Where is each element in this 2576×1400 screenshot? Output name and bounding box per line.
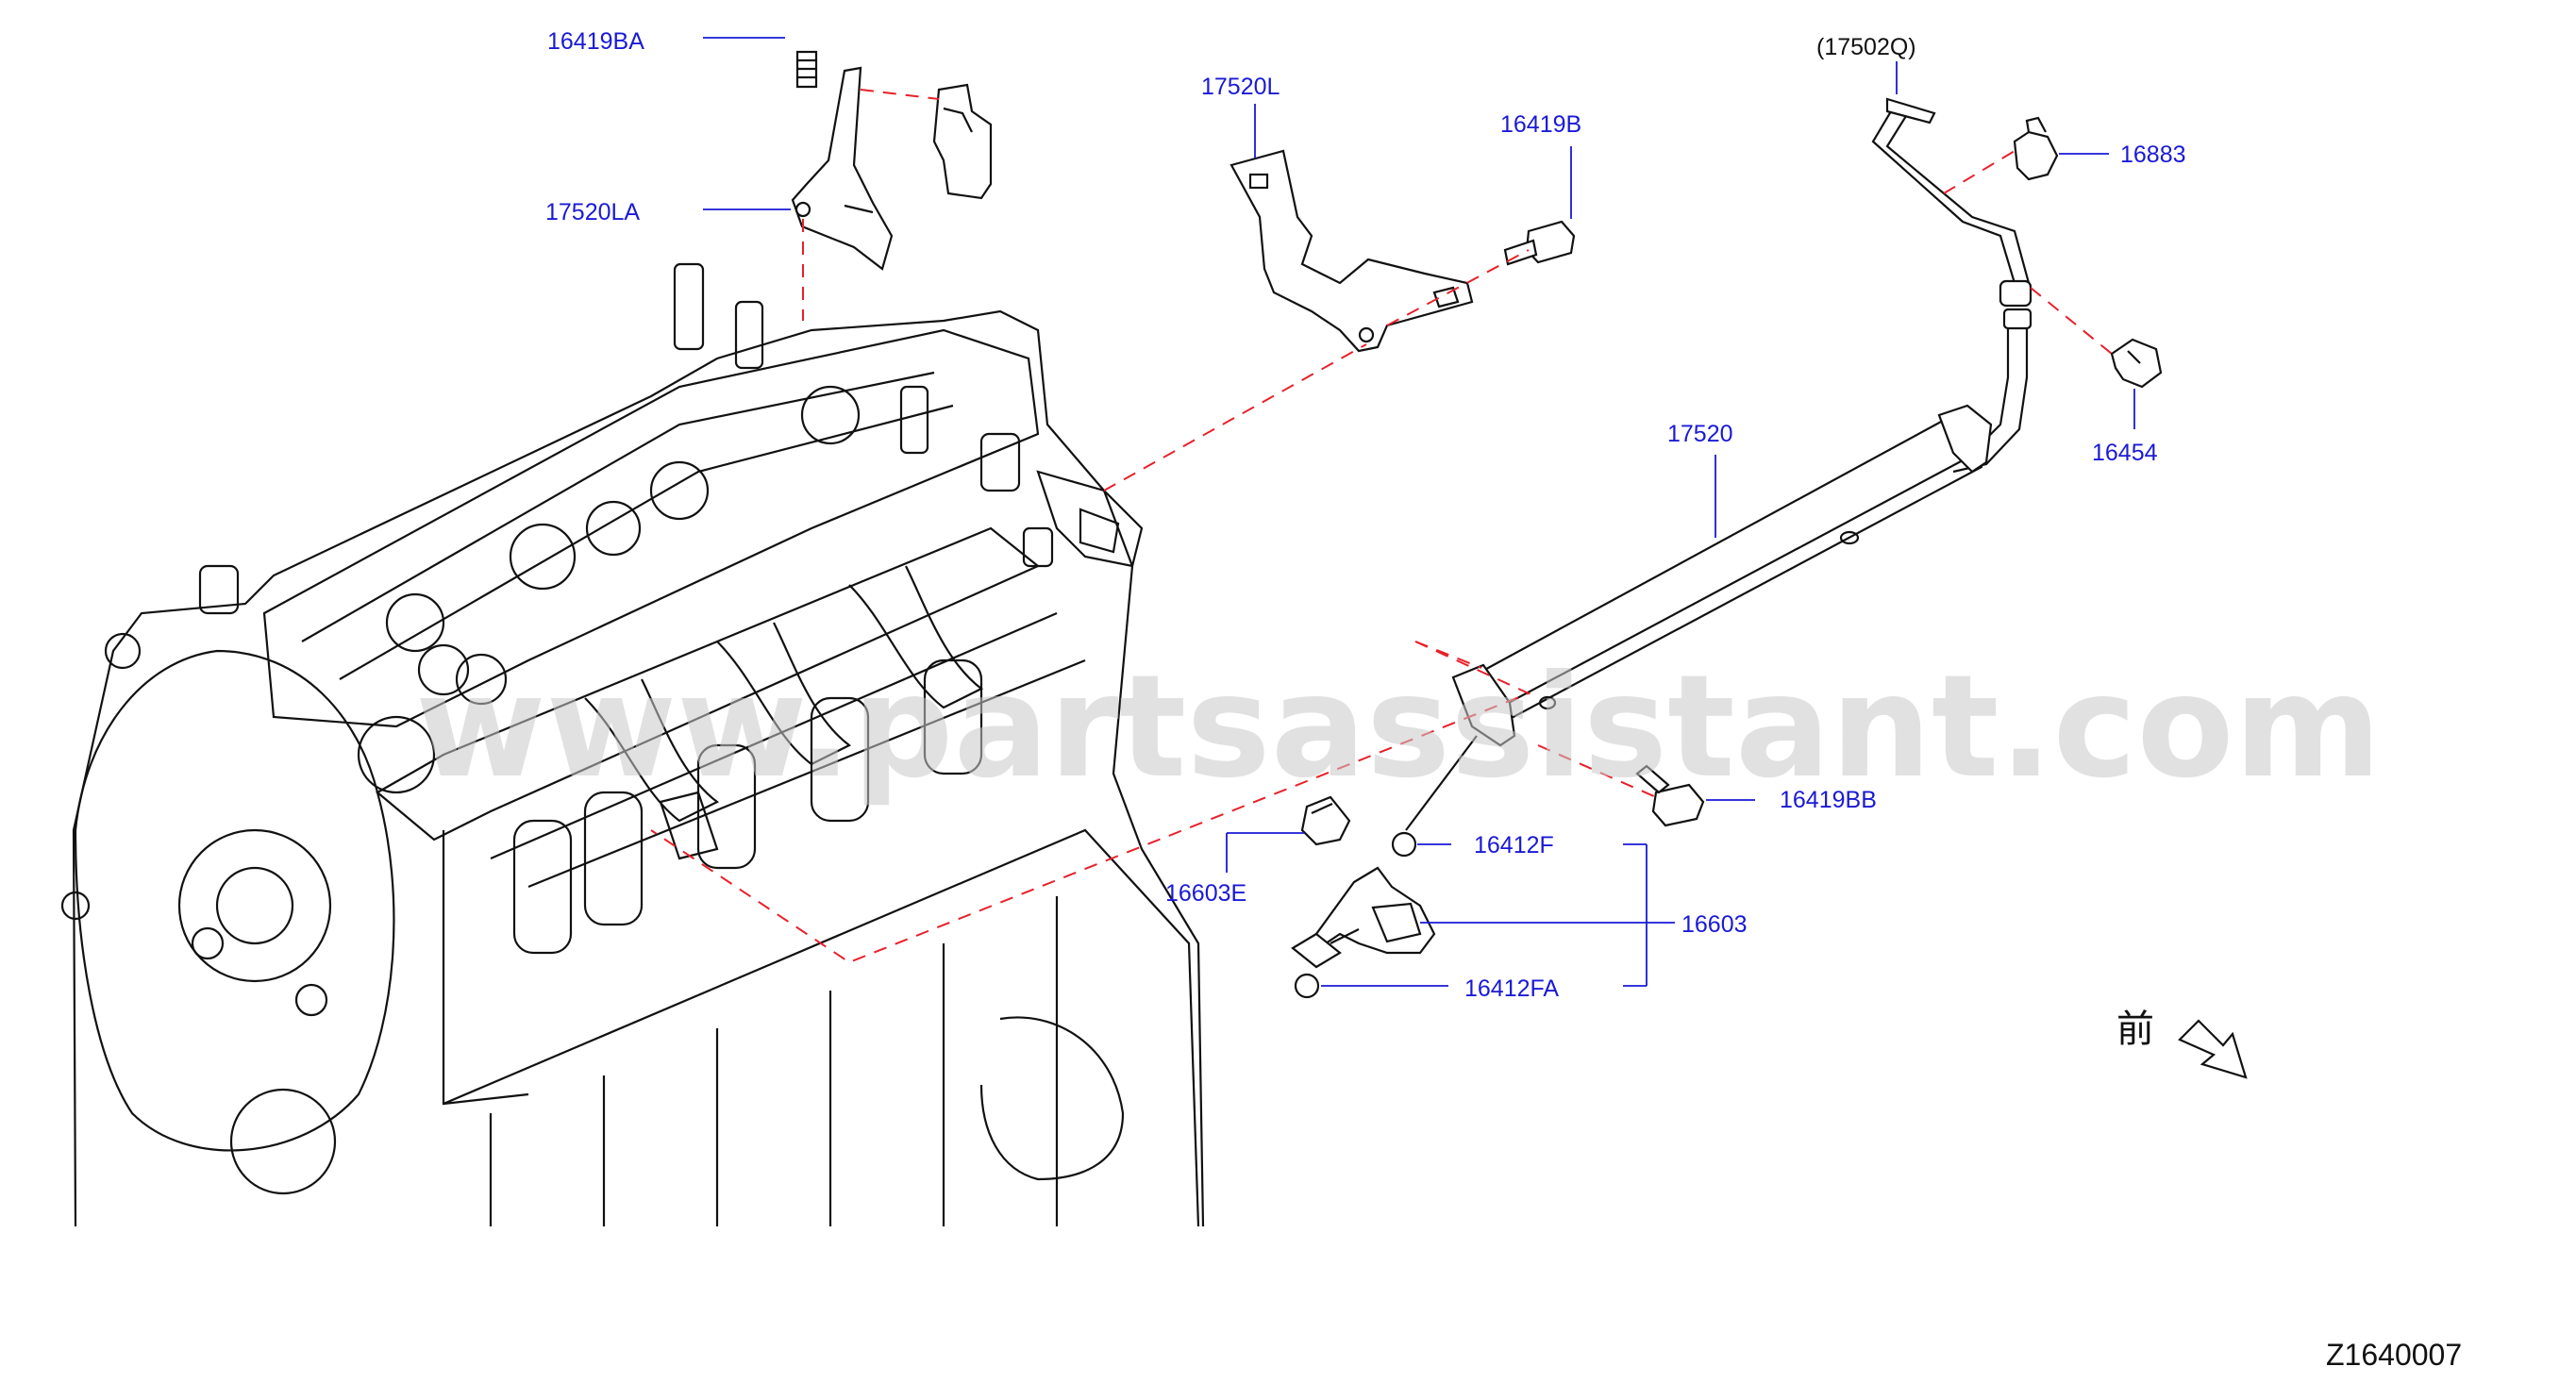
- front-direction-indicator: 前: [2116, 1008, 2248, 1079]
- clip-top: [932, 83, 993, 200]
- o-ring-16412FA: [1294, 973, 1320, 999]
- engine-block: [60, 262, 1205, 1227]
- label-17520[interactable]: 17520: [1667, 421, 1733, 447]
- label-17502Q[interactable]: (17502Q): [1816, 34, 1916, 60]
- label-16419BB[interactable]: 16419BB: [1780, 787, 1877, 813]
- bolt-16419BB: [1635, 764, 1705, 827]
- watermark: www.partsassistant.com: [415, 645, 2382, 809]
- label-17520L[interactable]: 17520L: [1201, 74, 1280, 100]
- label-16412FA[interactable]: 16412FA: [1464, 975, 1559, 1002]
- label-16419B[interactable]: 16419B: [1500, 111, 1581, 138]
- diagram-id: Z1640007: [2326, 1338, 2462, 1372]
- fuel-line-17502Q: [1871, 97, 2032, 474]
- clip-16454: [2110, 338, 2163, 389]
- label-16603[interactable]: 16603: [1681, 911, 1748, 938]
- o-ring-16412F: [1391, 831, 1417, 858]
- assembly-dash-lines: [650, 89, 2113, 964]
- label-16883[interactable]: 16883: [2120, 142, 2186, 168]
- stud-16419BA: [795, 50, 818, 89]
- front-arrow-icon: [2178, 1019, 2248, 1079]
- fuel-rail-17520: [1451, 404, 1993, 747]
- label-16454[interactable]: 16454: [2092, 440, 2158, 466]
- front-glyph: 前: [2116, 1008, 2154, 1051]
- label-16412F[interactable]: 16412F: [1474, 832, 1554, 858]
- clip-16883: [2013, 116, 2059, 181]
- label-16603E[interactable]: 16603E: [1165, 880, 1246, 907]
- label-17520LA[interactable]: 17520LA: [545, 199, 640, 225]
- leader-lines: [703, 37, 2135, 987]
- bracket-17520L: [1229, 149, 1474, 353]
- label-16419BA[interactable]: 16419BA: [547, 28, 644, 55]
- connector-16603E: [1300, 795, 1351, 846]
- bracket-17520LA: [791, 66, 894, 271]
- injector-16603: [1291, 866, 1436, 969]
